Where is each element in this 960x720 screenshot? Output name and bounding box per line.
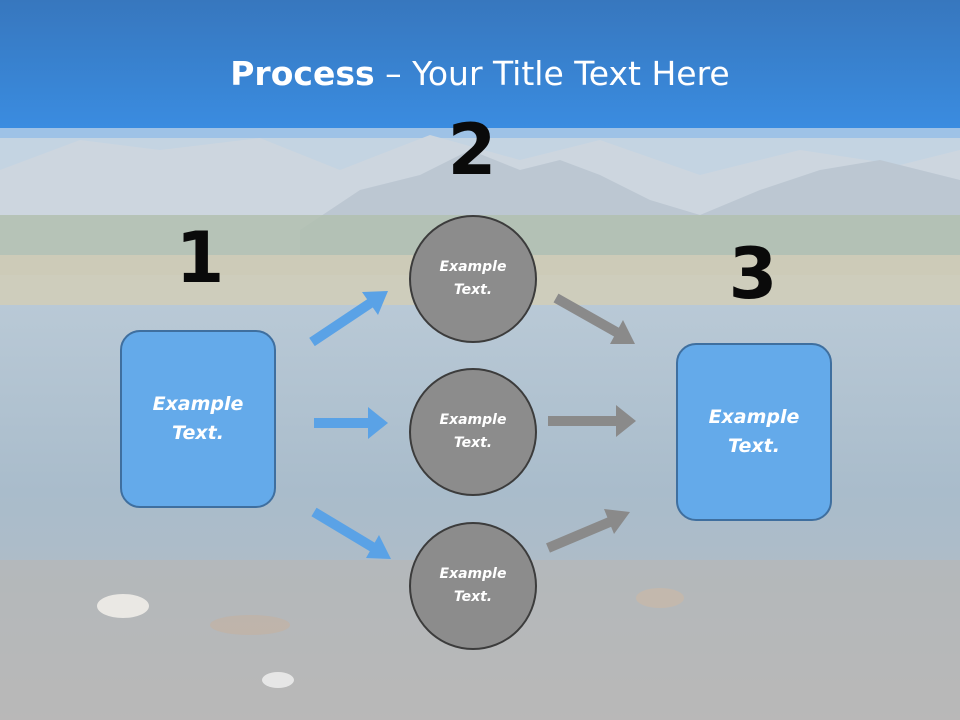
step-1-box: Example Text. xyxy=(120,330,276,508)
circle-top: Example Text. xyxy=(409,215,537,343)
step-3-label: Example Text. xyxy=(708,406,800,457)
circle-bottom: Example Text. xyxy=(409,522,537,650)
step-3-box: Example Text. xyxy=(676,343,832,521)
circle-middle: Example Text. xyxy=(409,368,537,496)
arrow-circle-middle-to-3 xyxy=(548,405,636,437)
step-number-2: 2 xyxy=(447,109,497,191)
step-number-1: 1 xyxy=(175,217,225,299)
arrow-1-to-circle-middle xyxy=(314,407,388,439)
circle-middle-label: Example Text. xyxy=(439,412,507,451)
title-rest: Your Title Text Here xyxy=(412,54,730,93)
arrow-circle-bottom-to-3 xyxy=(546,509,630,553)
title-separator: – xyxy=(374,54,413,93)
title-bold: Process xyxy=(230,54,375,93)
arrow-1-to-circle-bottom xyxy=(311,507,391,559)
circle-top-label: Example Text. xyxy=(439,259,507,298)
arrow-circle-top-to-3 xyxy=(553,293,635,344)
step-number-3: 3 xyxy=(728,233,778,315)
slide-title: Process – Your Title Text Here xyxy=(0,52,960,96)
step-1-label: Example Text. xyxy=(152,393,244,444)
arrow-1-to-circle-top xyxy=(309,291,388,347)
circle-bottom-label: Example Text. xyxy=(439,566,507,605)
